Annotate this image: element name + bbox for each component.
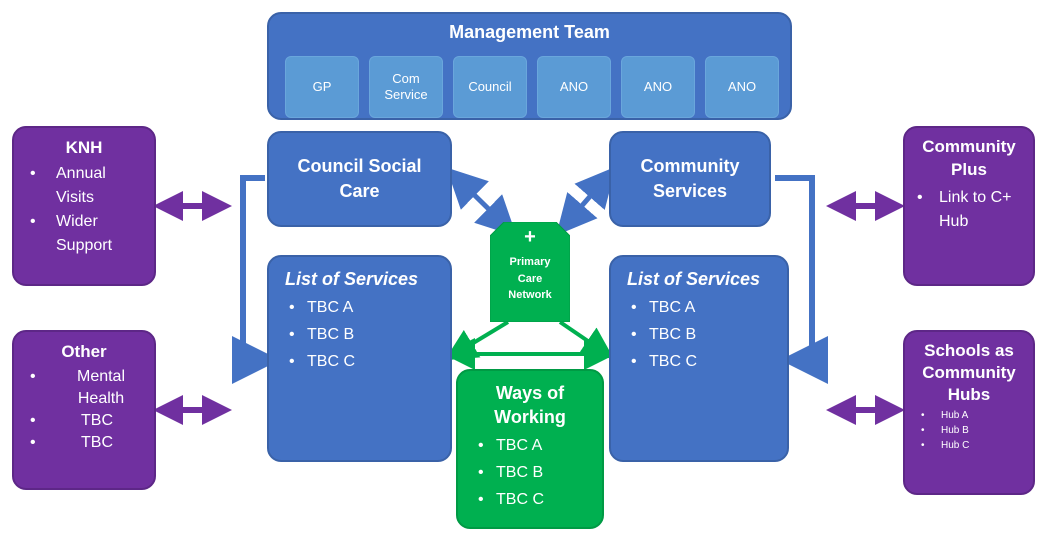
community-services-title: Community Services (640, 155, 740, 201)
knh-box: KNH Annual Visits Wider Support (12, 126, 156, 286)
list-item: TBC B (478, 459, 602, 486)
list-item: TBC (30, 410, 146, 432)
connector-pcn-right-list (558, 320, 614, 359)
community-plus-box: Community Plus Link to C+ Hub (903, 126, 1035, 286)
council-social-care-title: Council Social Care (297, 155, 422, 201)
list-item: Mental Health (30, 366, 146, 410)
list-item: TBC (30, 432, 146, 454)
management-team-title: Management Team (449, 22, 610, 42)
member-ano-2: ANO (621, 56, 695, 118)
services-list-left-title: List of Services (285, 269, 419, 289)
services-list-right-title: List of Services (627, 269, 761, 289)
connector-council-to-list (232, 175, 280, 384)
list-item: TBC A (631, 294, 787, 321)
knh-title: KNH (65, 138, 103, 157)
list-item: TBC B (289, 321, 450, 348)
community-plus-title: Community Plus (922, 137, 1016, 179)
list-item: TBC B (631, 321, 787, 348)
list-item: TBC C (478, 486, 602, 513)
council-social-care-box: Council Social Care (267, 131, 452, 227)
member-gp: GP (285, 56, 359, 118)
list-item: Hub A (921, 408, 1027, 423)
connector-community-pcn (556, 166, 616, 236)
list-item: Hub C (921, 438, 1027, 453)
other-title: Other (61, 342, 107, 361)
services-list-right: List of Services TBC A TBC B TBC C (609, 255, 789, 462)
ways-of-working-box: Ways of Working TBC A TBC B TBC C (456, 369, 604, 529)
list-item: TBC A (289, 294, 450, 321)
connector-community-to-list (775, 175, 828, 384)
schools-hubs-box: Schools as Community Hubs Hub A Hub B Hu… (903, 330, 1035, 495)
list-item: Hub B (921, 423, 1027, 438)
schools-hubs-title: Schools as Community Hubs (922, 341, 1016, 405)
member-ano-3: ANO (705, 56, 779, 118)
other-box: Other Mental Health TBC TBC (12, 330, 156, 490)
connector-council-pcn (446, 167, 517, 237)
pcn-plus-icon: + (524, 226, 536, 248)
list-item: Wider Support (30, 210, 146, 258)
management-team-box: Management Team GP Com Service Council A… (267, 12, 792, 120)
pcn-label: Primary Care Network (508, 256, 552, 301)
connector-pcn-left-list (444, 320, 510, 361)
list-item: Link to C+ Hub (917, 186, 1027, 234)
pcn-shape (490, 222, 570, 322)
member-ano-1: ANO (537, 56, 611, 118)
services-list-left: List of Services TBC A TBC B TBC C (267, 255, 452, 462)
list-item: TBC C (631, 348, 787, 375)
member-council: Council (453, 56, 527, 118)
member-com-service: Com Service (369, 56, 443, 118)
list-item: TBC A (478, 432, 602, 459)
primary-care-network: + Primary Care Network (490, 222, 570, 322)
ways-of-working-title: Ways of Working (494, 383, 566, 428)
list-item: TBC C (289, 348, 450, 375)
community-services-box: Community Services (609, 131, 771, 227)
list-item: Annual Visits (30, 162, 146, 210)
